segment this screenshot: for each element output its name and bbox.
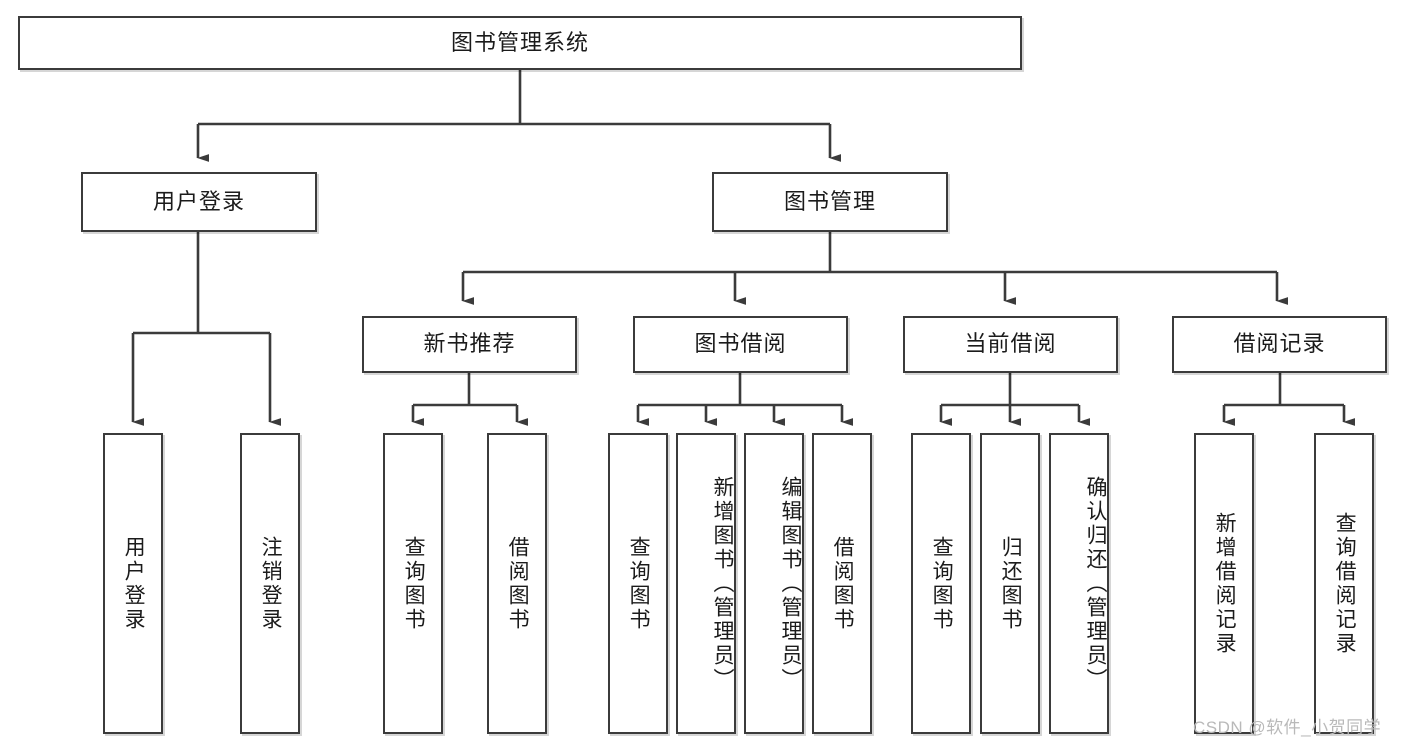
node-label: 用户登录 (152, 188, 245, 214)
node-label: 归还图书 (999, 535, 1023, 632)
node-label: 借阅图书 (506, 535, 530, 632)
node-label: 图书管理系统 (450, 29, 589, 55)
node-label: 确认归还（管理员） (1084, 475, 1107, 692)
node-label: 当前借阅 (964, 331, 1057, 357)
node-leaf-query-record[interactable]: 查询借阅记录 (1314, 433, 1374, 734)
node-leaf-confirm-return[interactable]: 确认归还（管理员） (1049, 433, 1109, 734)
node-label: 用户登录 (122, 535, 146, 632)
node-new-book-recommend[interactable]: 新书推荐 (362, 316, 577, 373)
node-label: 查询图书 (930, 535, 954, 632)
node-label: 图书管理 (783, 188, 876, 214)
node-leaf-query-book-2[interactable]: 查询图书 (608, 433, 668, 734)
node-root-book-management-system[interactable]: 图书管理系统 (18, 16, 1022, 70)
node-label: 借阅图书 (831, 535, 855, 632)
node-leaf-add-record[interactable]: 新增借阅记录 (1194, 433, 1254, 734)
node-label: 查询图书 (402, 535, 426, 632)
node-leaf-edit-book[interactable]: 编辑图书（管理员） (744, 433, 804, 734)
node-leaf-add-book[interactable]: 新增图书（管理员） (676, 433, 736, 734)
node-book-borrow[interactable]: 图书借阅 (633, 316, 848, 373)
node-borrow-record[interactable]: 借阅记录 (1172, 316, 1387, 373)
node-leaf-query-book-1[interactable]: 查询图书 (383, 433, 443, 734)
node-leaf-return-book[interactable]: 归还图书 (980, 433, 1040, 734)
node-leaf-query-book-3[interactable]: 查询图书 (911, 433, 971, 734)
node-user-login[interactable]: 用户登录 (81, 172, 317, 232)
node-leaf-borrow-book-2[interactable]: 借阅图书 (812, 433, 872, 734)
node-label: 借阅记录 (1233, 331, 1326, 357)
node-label: 注销登录 (259, 535, 283, 632)
node-label: 新书推荐 (423, 331, 516, 357)
node-book-management[interactable]: 图书管理 (712, 172, 948, 232)
node-label: 编辑图书（管理员） (779, 475, 802, 692)
node-leaf-user-logout[interactable]: 注销登录 (240, 433, 300, 734)
node-label: 新增图书（管理员） (711, 475, 734, 692)
node-leaf-user-login[interactable]: 用户登录 (103, 433, 163, 734)
node-leaf-borrow-book-1[interactable]: 借阅图书 (487, 433, 547, 734)
node-label: 新增借阅记录 (1213, 511, 1237, 656)
node-current-borrow[interactable]: 当前借阅 (903, 316, 1118, 373)
node-label: 查询借阅记录 (1333, 511, 1357, 656)
node-label: 图书借阅 (694, 331, 787, 357)
node-label: 查询图书 (627, 535, 651, 632)
csdn-watermark: CSDN @软件_小贺同学 (1193, 718, 1382, 737)
